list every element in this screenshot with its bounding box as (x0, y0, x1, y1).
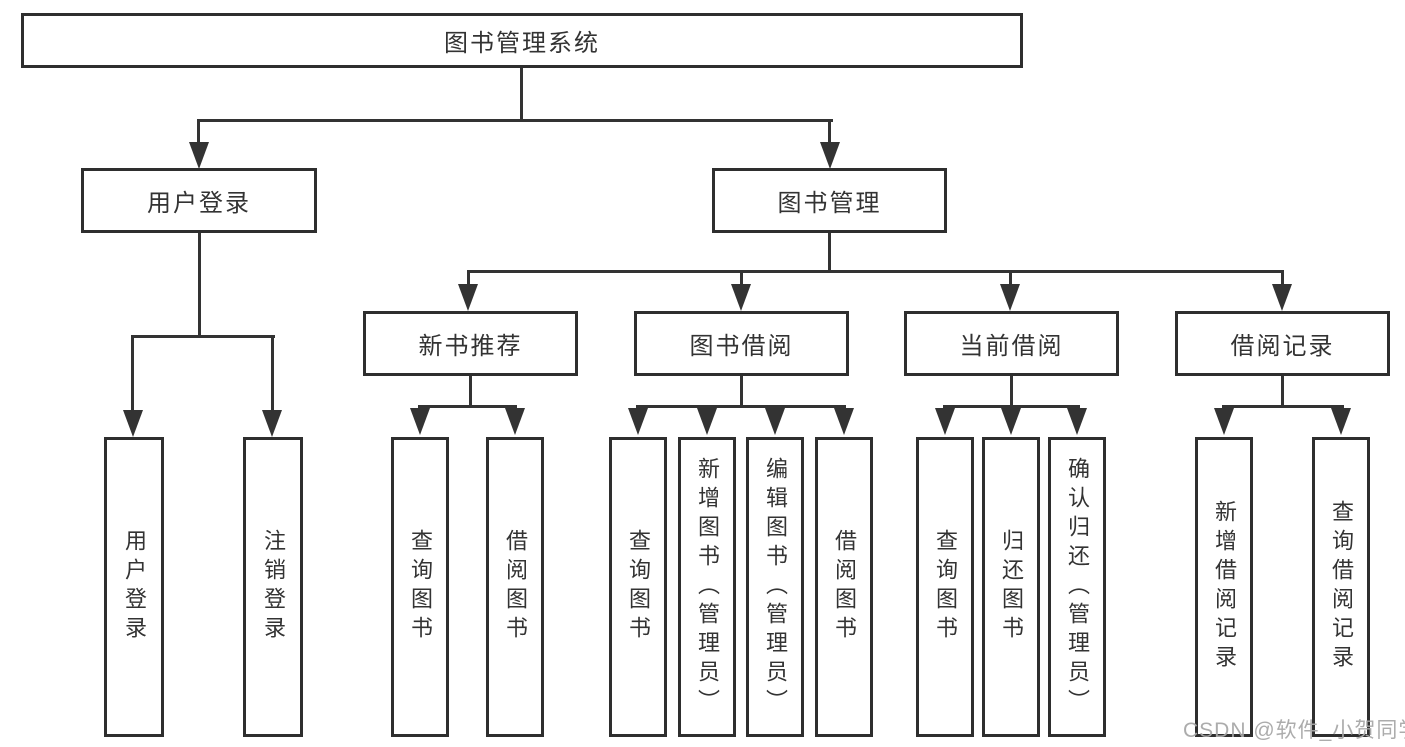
connector-line (828, 233, 831, 272)
watermark: CSDN @软件_小贺同学 (1183, 719, 1405, 742)
leaf-label: 查询图书 (626, 529, 651, 645)
connector-line (271, 337, 274, 410)
node-book-borrow: 图书借阅 (634, 311, 849, 376)
arrow-down-icon (1067, 408, 1087, 435)
leaf-borrow-books: 借阅图书 (815, 437, 873, 737)
leaf-return-books: 归还图书 (982, 437, 1040, 737)
leaf-label: 查询图书 (408, 529, 433, 645)
leaf-confirm-return-admin: 确认归还（管理员） (1048, 437, 1106, 737)
connector-line (740, 376, 743, 407)
connector-line (1222, 405, 1344, 408)
connector-line (520, 68, 523, 121)
connector-line (1281, 376, 1284, 407)
connector-line (636, 405, 846, 408)
connector-line (131, 335, 275, 338)
arrow-down-icon (628, 408, 648, 435)
leaf-query-books-recommend: 查询图书 (391, 437, 449, 737)
connector-line (740, 272, 743, 284)
connector-line (1010, 376, 1013, 407)
connector-line (197, 119, 833, 122)
arrow-down-icon (1272, 284, 1292, 311)
connector-line (943, 405, 1080, 408)
node-user-login: 用户登录 (81, 168, 317, 233)
arrow-down-icon (731, 284, 751, 311)
arrow-down-icon (697, 408, 717, 435)
leaf-label: 借阅图书 (832, 529, 857, 645)
connector-line (467, 272, 470, 284)
leaf-logout: 注销登录 (243, 437, 303, 737)
leaf-label: 归还图书 (999, 529, 1024, 645)
leaf-add-books-admin: 新增图书（管理员） (678, 437, 736, 737)
arrow-down-icon (1000, 284, 1020, 311)
leaf-label: 查询借阅记录 (1329, 500, 1354, 674)
leaf-label: 注销登录 (261, 529, 286, 645)
leaf-label: 新增图书（管理员） (695, 456, 720, 718)
leaf-borrow-books-recommend: 借阅图书 (486, 437, 544, 737)
connector-line (1009, 272, 1012, 284)
leaf-edit-books-admin: 编辑图书（管理员） (746, 437, 804, 737)
leaf-query-borrow-record: 查询借阅记录 (1312, 437, 1370, 737)
connector-line (131, 337, 134, 410)
arrow-down-icon (189, 142, 209, 169)
connector-line (467, 270, 1284, 273)
leaf-label: 编辑图书（管理员） (763, 456, 788, 718)
node-new-book-recommend: 新书推荐 (363, 311, 578, 376)
connector-line (1281, 272, 1284, 284)
arrow-down-icon (410, 408, 430, 435)
arrow-down-icon (765, 408, 785, 435)
leaf-user-login: 用户登录 (104, 437, 164, 737)
arrow-down-icon (262, 410, 282, 437)
leaf-query-books-current: 查询图书 (916, 437, 974, 737)
connector-line (198, 233, 201, 337)
arrow-down-icon (834, 408, 854, 435)
leaf-query-books-borrow: 查询图书 (609, 437, 667, 737)
arrow-down-icon (1331, 408, 1351, 435)
node-current-borrow: 当前借阅 (904, 311, 1119, 376)
arrow-down-icon (123, 410, 143, 437)
arrow-down-icon (1001, 408, 1021, 435)
leaf-label: 借阅图书 (503, 529, 528, 645)
leaf-label: 新增借阅记录 (1212, 500, 1237, 674)
leaf-add-borrow-record: 新增借阅记录 (1195, 437, 1253, 737)
connector-line (418, 405, 517, 408)
node-library-management-system: 图书管理系统 (21, 13, 1023, 68)
node-borrow-records: 借阅记录 (1175, 311, 1390, 376)
arrow-down-icon (1214, 408, 1234, 435)
leaf-label: 确认归还（管理员） (1065, 456, 1090, 718)
leaf-label: 查询图书 (933, 529, 958, 645)
arrow-down-icon (820, 142, 840, 169)
arrow-down-icon (935, 408, 955, 435)
connector-line (197, 121, 200, 143)
leaf-label: 用户登录 (122, 529, 147, 645)
connector-line (828, 121, 831, 143)
arrow-down-icon (505, 408, 525, 435)
connector-line (469, 376, 472, 407)
node-book-management: 图书管理 (712, 168, 947, 233)
arrow-down-icon (458, 284, 478, 311)
